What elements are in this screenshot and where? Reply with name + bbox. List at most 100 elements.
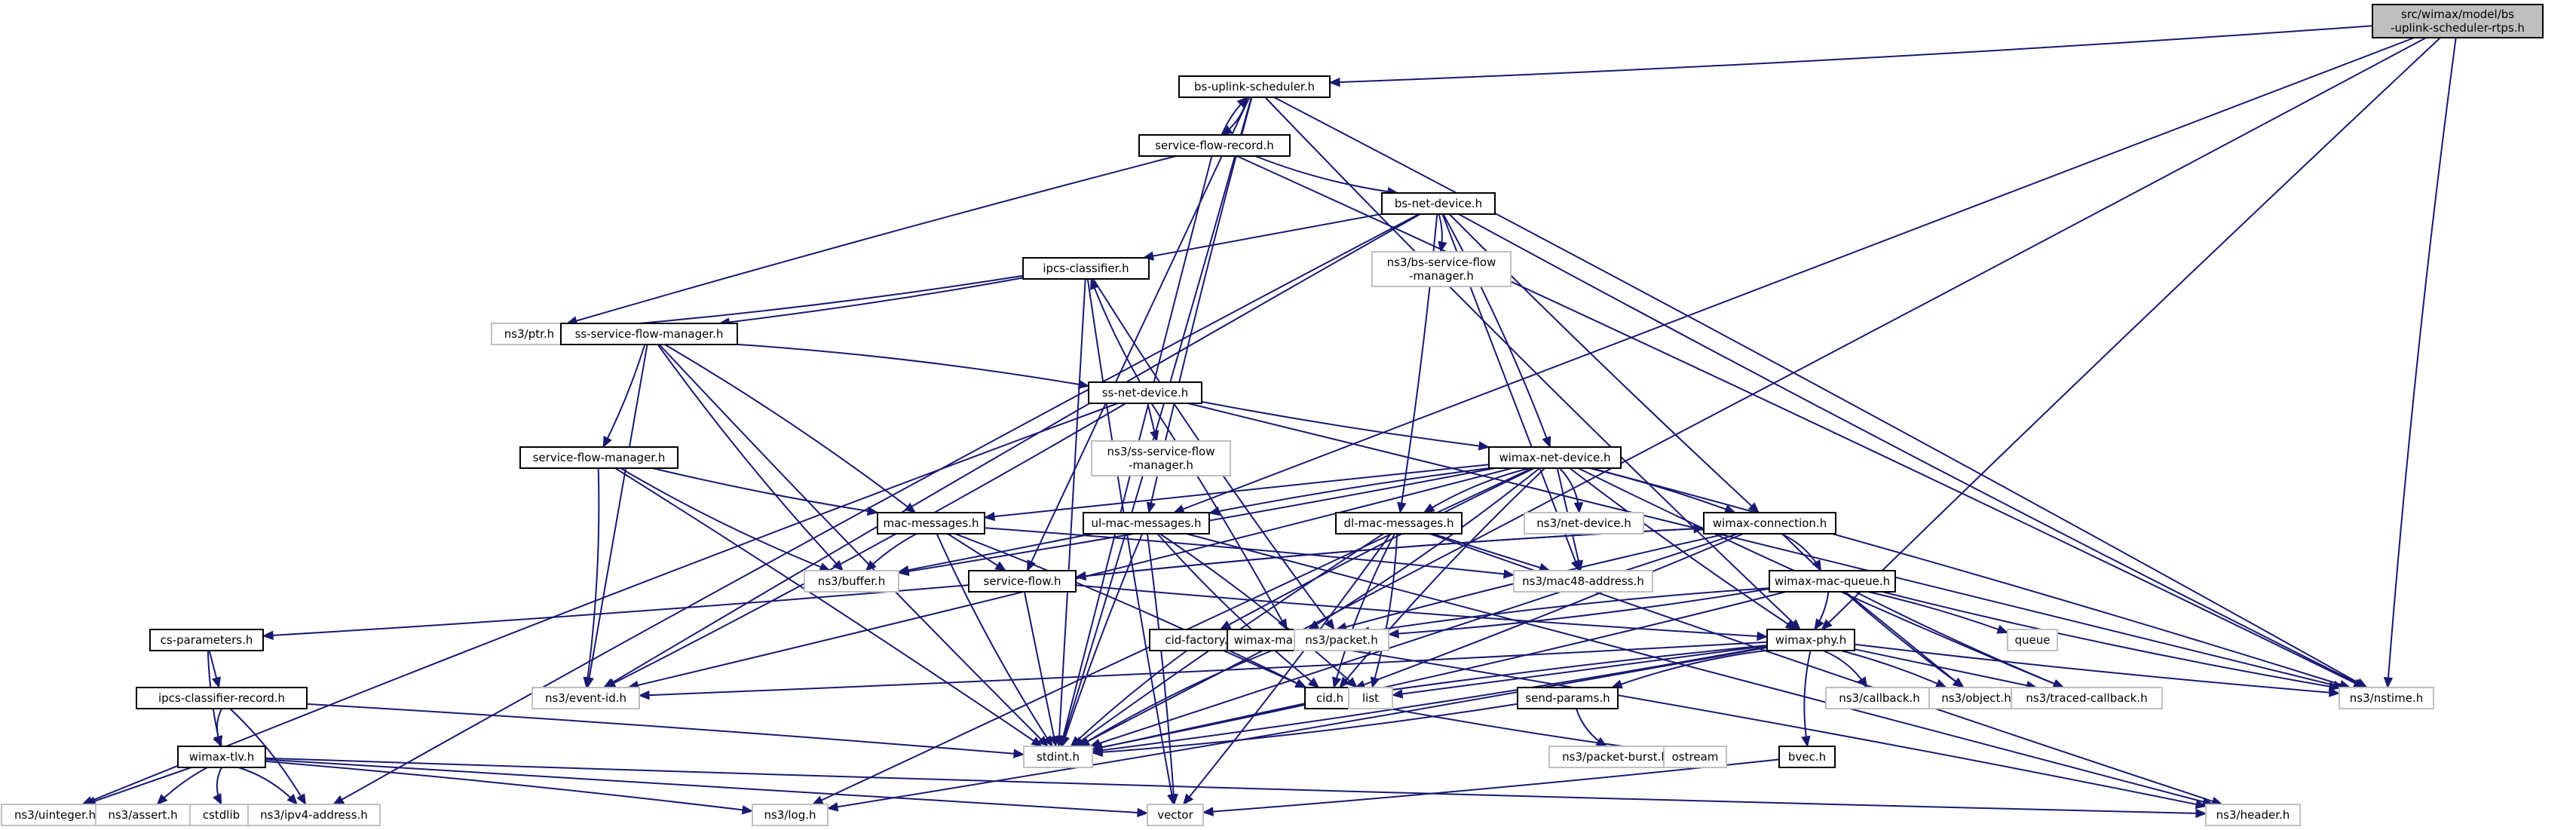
node-box-service-flow[interactable] — [968, 570, 1077, 593]
edge-wimax-net-device-to-wimax-mac-header — [1308, 467, 1541, 630]
arrowhead-bs-net-device-to-ns3-bs-service-flow-manager — [1438, 240, 1447, 253]
node-stdint: stdint.h — [1023, 746, 1093, 768]
edge-service-flow-to-cs-parameters — [262, 584, 969, 637]
edge-service-flow-to-stdint — [1023, 591, 1057, 747]
node-box-dl-mac-messages[interactable] — [1335, 512, 1463, 534]
node-box-wimax-tlv[interactable] — [177, 746, 266, 768]
node-label-queue: queue — [2015, 633, 2051, 647]
edge-wimax-mac-queue-to-ns3-packet — [1388, 588, 1770, 636]
node-box-ss-net-device[interactable] — [1088, 381, 1202, 404]
node-label-ns3-event-id: ns3/event-id.h — [545, 691, 626, 705]
node-box-bvec[interactable] — [1778, 746, 1836, 768]
edge-wimax-connection-to-ns3-object — [1781, 533, 1965, 688]
edge-ss-net-device-to-ns3-uinteger — [81, 403, 1119, 805]
node-service-flow[interactable]: service-flow.h — [968, 570, 1077, 593]
arrowhead-cid-factory-to-stdint — [1070, 736, 1082, 747]
node-box-cs-parameters[interactable] — [149, 629, 264, 651]
node-box-cstdlib — [189, 804, 253, 826]
node-box-service-flow-manager[interactable] — [519, 446, 678, 469]
edge-wimax-net-device-to-cid — [1339, 467, 1546, 688]
node-box-vector — [1147, 804, 1204, 826]
node-ipcs-classifier[interactable]: ipcs-classifier.h — [1022, 257, 1150, 280]
node-label-stdint: stdint.h — [1037, 750, 1080, 764]
arrowhead-wimax-phy-to-ns3-event-id — [638, 690, 650, 700]
edge-ss-service-flow-manager-to-service-flow-manager — [602, 344, 646, 448]
edge-mac-messages-to-cid — [954, 533, 1306, 688]
node-box-cid[interactable] — [1304, 687, 1355, 709]
arrowhead-service-flow-to-stdint — [1049, 735, 1059, 748]
node-box-ss-service-flow-manager[interactable] — [560, 323, 738, 345]
node-ss-net-device[interactable]: ss-net-device.h — [1088, 381, 1202, 404]
node-box-root[interactable] — [2372, 4, 2544, 38]
node-label-ss-service-flow-manager: ss-service-flow-manager.h — [575, 327, 724, 341]
node-label-ns3-buffer: ns3/buffer.h — [818, 574, 886, 588]
node-mac-messages[interactable]: mac-messages.h — [877, 512, 985, 534]
node-wimax-net-device[interactable]: wimax-net-device.h — [1488, 446, 1622, 469]
node-label-ns3-mac48-address: ns3/mac48-address.h — [1522, 574, 1644, 588]
arrowhead-bvec-to-vector — [1202, 807, 1214, 816]
node-wimax-mac-queue[interactable]: wimax-mac-queue.h — [1769, 570, 1896, 593]
edge-wimax-net-device-to-ns3-nstime — [1591, 467, 2351, 688]
node-label-bs-uplink-scheduler: bs-uplink-scheduler.h — [1194, 80, 1315, 93]
arrowhead-wimax-net-device-to-wimax-phy — [1784, 620, 1797, 630]
node-bs-uplink-scheduler[interactable]: bs-uplink-scheduler.h — [1178, 75, 1331, 98]
node-box-bs-uplink-scheduler[interactable] — [1178, 75, 1331, 98]
arrowhead-wimax-net-device-to-cid — [1339, 676, 1350, 688]
node-ss-service-flow-manager[interactable]: ss-service-flow-manager.h — [560, 323, 738, 345]
arrowhead-bs-uplink-scheduler-to-ul-mac-messages — [1146, 501, 1156, 514]
node-box-ipcs-classifier-record[interactable] — [136, 687, 308, 709]
node-box-bs-net-device[interactable] — [1381, 192, 1496, 215]
node-wimax-tlv[interactable]: wimax-tlv.h — [177, 746, 266, 768]
node-box-wimax-phy[interactable] — [1766, 629, 1855, 651]
node-service-flow-manager[interactable]: service-flow-manager.h — [519, 446, 678, 469]
node-send-params[interactable]: send-params.h — [1517, 687, 1619, 709]
node-cs-parameters[interactable]: cs-parameters.h — [149, 629, 264, 651]
node-bvec[interactable]: bvec.h — [1778, 746, 1836, 768]
edge-wimax-net-device-to-wimax-connection — [1589, 467, 1735, 513]
node-box-service-flow-record[interactable] — [1138, 134, 1291, 157]
edge-ss-service-flow-manager-to-ss-net-device — [737, 343, 1089, 387]
node-service-flow-record[interactable]: service-flow-record.h — [1138, 134, 1291, 157]
arrowhead-root-to-ns3-nstime — [2383, 677, 2394, 689]
node-box-wimax-connection[interactable] — [1703, 512, 1836, 534]
node-wimax-connection[interactable]: wimax-connection.h — [1703, 512, 1836, 534]
arrowhead-wimax-mac-queue-to-ns3-packet — [1387, 629, 1399, 639]
edge-wimax-connection-to-stdint — [1089, 533, 1738, 747]
node-box-wimax-mac-queue[interactable] — [1769, 570, 1896, 593]
node-box-wimax-net-device[interactable] — [1488, 446, 1622, 469]
node-ipcs-classifier-record[interactable]: ipcs-classifier-record.h — [136, 687, 308, 709]
arrowhead-ss-net-device-to-ns3-ss-service-flow-manager — [1150, 430, 1159, 443]
node-label-ss-net-device: ss-net-device.h — [1102, 386, 1189, 400]
node-label-send-params: send-params.h — [1525, 691, 1610, 705]
node-cstdlib: cstdlib — [189, 804, 253, 826]
node-cid[interactable]: cid.h — [1304, 687, 1355, 709]
arrowhead-service-flow-manager-to-stdint — [1031, 737, 1043, 747]
node-box-ul-mac-messages[interactable] — [1083, 512, 1210, 534]
arrowhead-service-flow-to-wimax-phy — [1757, 631, 1769, 642]
node-root[interactable]: src/wimax/model/bs-uplink-scheduler-rtps… — [2372, 4, 2544, 38]
arrowhead-ul-mac-messages-to-ns3-buffer — [897, 565, 910, 575]
node-label-wimax-connection: wimax-connection.h — [1713, 516, 1827, 530]
node-bs-net-device[interactable]: bs-net-device.h — [1381, 192, 1496, 215]
edge-service-flow-manager-to-ns3-event-id — [585, 467, 600, 688]
edge-ipcs-classifier-to-vector — [1086, 278, 1175, 805]
arrowhead-wimax-phy-to-list — [1391, 689, 1404, 699]
node-box-ipcs-classifier[interactable] — [1022, 257, 1150, 280]
edge-bs-uplink-scheduler-to-stdint — [1060, 96, 1252, 747]
arrowhead-ipcs-classifier-record-to-wimax-tlv — [213, 735, 222, 748]
arrowhead-ss-service-flow-manager-to-mac-messages — [904, 502, 917, 513]
arrowhead-root-to-bs-uplink-scheduler — [1328, 77, 1340, 87]
node-dl-mac-messages[interactable]: dl-mac-messages.h — [1335, 512, 1463, 534]
node-ul-mac-messages[interactable]: ul-mac-messages.h — [1083, 512, 1210, 534]
edge-ipcs-classifier-to-ns3-ptr — [566, 274, 1024, 331]
node-box-send-params[interactable] — [1517, 687, 1619, 709]
edge-wimax-phy-to-list — [1392, 645, 1768, 697]
node-box-ns3-traced-callback — [2011, 687, 2163, 709]
edge-wimax-phy-to-bvec — [1803, 650, 1812, 747]
arrowhead-ul-mac-messages-to-vector — [1169, 794, 1178, 806]
node-box-mac-messages[interactable] — [877, 512, 985, 534]
node-wimax-phy[interactable]: wimax-phy.h — [1766, 629, 1855, 651]
node-box-ns3-callback — [1825, 687, 1934, 709]
node-label-ns3-log: ns3/log.h — [764, 808, 816, 822]
arrowhead-mac-messages-to-ns3-buffer — [865, 560, 877, 571]
